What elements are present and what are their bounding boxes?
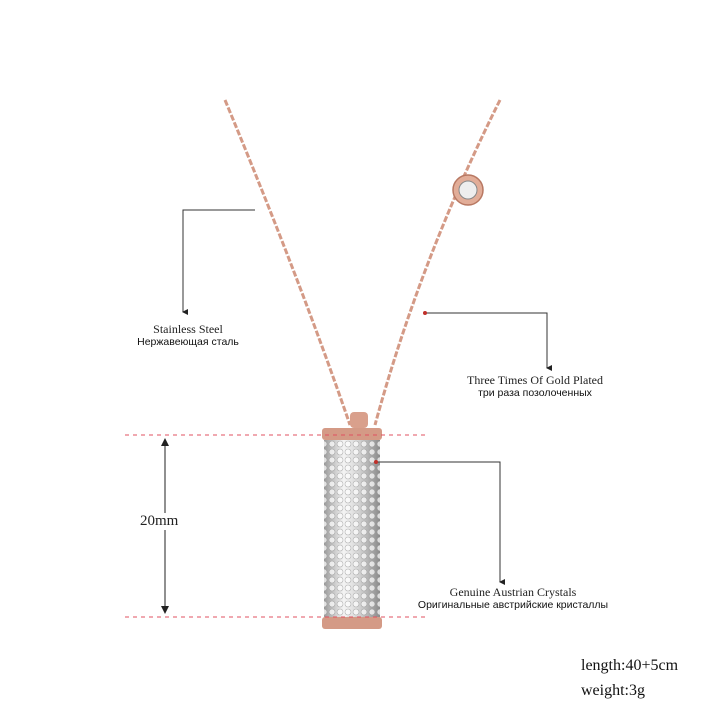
leader-plating	[425, 312, 552, 371]
chain-left	[223, 99, 352, 426]
bezel-crystal-station	[452, 174, 484, 206]
label-austrian-crystals: Genuine Austrian Crystals Оригинальные а…	[417, 585, 609, 612]
label-en: Stainless Steel	[153, 322, 223, 336]
length-spec: length:40+5cm	[581, 657, 679, 674]
chain-right	[373, 99, 502, 426]
label-ru: Нержавеющая сталь	[137, 336, 239, 348]
weight-spec: weight:3g	[581, 682, 645, 699]
dimension-label: 20mm	[140, 513, 179, 530]
leader-chain	[182, 209, 255, 315]
specs: length:40+5cm weight:3g	[581, 653, 678, 703]
leader-crystals	[376, 461, 505, 585]
label-stainless-steel: Stainless Steel Нержавеющая сталь	[137, 322, 239, 349]
label-en: Three Times Of Gold Plated	[467, 373, 603, 387]
label-en: Genuine Austrian Crystals	[449, 585, 577, 599]
label-ru: Оригинальные австрийские кристаллы	[417, 599, 609, 611]
label-gold-plated: Three Times Of Gold Plated три раза позо…	[467, 373, 603, 400]
pendant-bail	[350, 412, 368, 428]
label-ru: три раза позолоченных	[478, 387, 592, 399]
